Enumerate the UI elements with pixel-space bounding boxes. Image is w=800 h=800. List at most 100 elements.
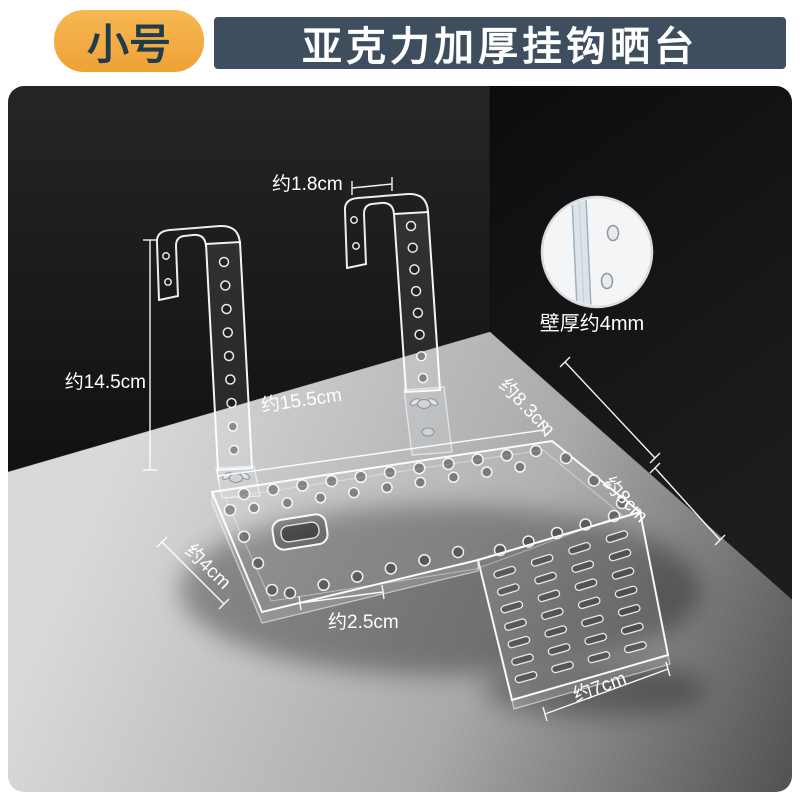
dim-front-edge-lines bbox=[298, 584, 385, 611]
product-title: 亚克力加厚挂钩晒台 bbox=[302, 25, 698, 69]
ramp-slot bbox=[504, 618, 527, 631]
ramp-slot bbox=[605, 530, 629, 544]
ramp-slot bbox=[544, 625, 568, 638]
dim-platform-depth-lines bbox=[559, 356, 661, 464]
dim-right-side-lines bbox=[649, 462, 726, 546]
dim-hanger-height-lines bbox=[143, 239, 157, 471]
left-hook bbox=[174, 233, 207, 297]
drain-hole bbox=[348, 486, 360, 499]
size-badge-label: 小号 bbox=[86, 20, 171, 68]
ramp-slot bbox=[617, 604, 641, 617]
dim-left-side-lines bbox=[156, 536, 230, 610]
drain-hole bbox=[481, 466, 493, 478]
drain-hole bbox=[350, 216, 358, 224]
drain-hole bbox=[529, 444, 543, 458]
dim-platform-length-lines bbox=[216, 422, 546, 484]
drain-hole bbox=[414, 476, 427, 489]
inset-hole-top bbox=[606, 224, 620, 242]
inset-hole-bottom bbox=[600, 272, 614, 290]
ramp-shadow bbox=[485, 664, 705, 716]
drain-hole bbox=[405, 220, 417, 232]
drain-hole bbox=[283, 586, 297, 600]
drain-hole bbox=[222, 327, 234, 338]
drain-hole bbox=[162, 252, 170, 260]
drain-hole bbox=[384, 562, 398, 575]
drain-hole bbox=[442, 457, 455, 471]
wall-thickness-label: 壁厚约4mm bbox=[540, 312, 644, 335]
drain-hole bbox=[407, 242, 418, 253]
ramp-slot bbox=[537, 589, 561, 603]
drain-hole bbox=[412, 307, 424, 319]
drain-hole bbox=[409, 264, 420, 275]
drain-hole bbox=[265, 583, 279, 597]
right-wing-nut-top bbox=[409, 398, 439, 409]
drain-hole bbox=[237, 487, 251, 501]
deck-holes-left-row bbox=[223, 503, 279, 597]
drain-hole bbox=[164, 278, 172, 286]
ramp-slot bbox=[568, 541, 591, 555]
drain-hole bbox=[220, 280, 231, 291]
drain-hole bbox=[381, 481, 393, 494]
ramp-slot bbox=[624, 641, 647, 654]
ramp-slot bbox=[540, 607, 564, 620]
ramp-slot bbox=[507, 635, 531, 649]
right-hook bbox=[362, 201, 395, 265]
left-hook-lip bbox=[158, 295, 179, 301]
drain-hole bbox=[223, 503, 237, 517]
ramp-thickness bbox=[511, 654, 671, 710]
drain-hole bbox=[281, 497, 294, 509]
right-hook-holes bbox=[350, 216, 360, 250]
deck-holes-front-row bbox=[283, 545, 465, 600]
dim-hook-opening-label: 约1.8cm bbox=[272, 173, 343, 195]
ramp-slot bbox=[496, 583, 520, 596]
drain-hole bbox=[237, 530, 251, 543]
ramp-slot bbox=[534, 571, 557, 585]
drain-hole bbox=[248, 502, 260, 514]
ramp-grip-slots bbox=[493, 530, 647, 684]
handle-slot bbox=[271, 513, 329, 551]
drain-hole bbox=[317, 578, 330, 592]
ramp-slot bbox=[611, 567, 635, 580]
ramp-slot bbox=[511, 653, 534, 666]
ramp-slot bbox=[620, 622, 644, 635]
dim-front-edge-label: 约2.5cm bbox=[328, 611, 399, 633]
drain-hole bbox=[226, 397, 237, 409]
right-wing-nut-bottom bbox=[421, 427, 435, 437]
right-hanger-strap bbox=[392, 210, 442, 394]
drain-hole bbox=[218, 256, 230, 268]
right-bracket bbox=[403, 386, 453, 456]
left-hanger-strap bbox=[204, 240, 254, 472]
drain-hole bbox=[350, 570, 364, 583]
inset-circle bbox=[540, 195, 654, 309]
deck-holes-right-row bbox=[559, 451, 629, 510]
drain-hole bbox=[447, 471, 460, 484]
ramp-slot bbox=[608, 548, 632, 562]
left-strap-holes bbox=[218, 256, 240, 456]
left-wall bbox=[8, 86, 490, 472]
acrylic-platform-product bbox=[155, 192, 671, 710]
ramp-slot bbox=[574, 578, 598, 592]
ramp-slot bbox=[514, 670, 538, 684]
ramp-slot bbox=[587, 651, 611, 664]
ramp-slot bbox=[614, 585, 638, 599]
floor-edge-right bbox=[489, 331, 792, 601]
left-hook-outer bbox=[155, 224, 241, 301]
deck-holes-back-row bbox=[237, 444, 543, 501]
drain-hole bbox=[251, 557, 265, 570]
right-hook-outer bbox=[343, 192, 429, 269]
drain-hole bbox=[383, 466, 397, 479]
drain-hole bbox=[587, 474, 601, 487]
drain-hole bbox=[559, 451, 573, 465]
cross-section-edge bbox=[578, 199, 585, 305]
right-hook-lip bbox=[346, 263, 367, 269]
ramp-slot bbox=[551, 660, 574, 674]
title-banner: 亚克力加厚挂钩晒台 bbox=[214, 17, 786, 69]
drain-hole bbox=[471, 453, 484, 466]
ramp-slot bbox=[571, 560, 595, 573]
drain-hole bbox=[414, 329, 425, 340]
ramp-slot bbox=[500, 600, 524, 614]
drain-hole bbox=[354, 470, 368, 484]
drain-hole bbox=[412, 461, 426, 475]
